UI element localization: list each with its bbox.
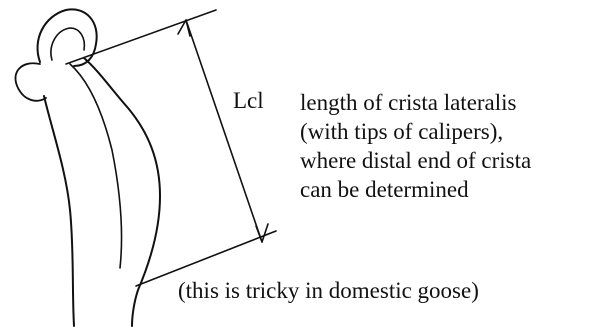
measurement-abbreviation: Lcl	[233, 88, 264, 113]
description-line: can be determined	[300, 177, 469, 202]
description-line: where distal end of crista	[300, 148, 532, 173]
bone-head-outline	[36, 8, 98, 67]
measurement-note: (this is tricky in domestic goose)	[178, 278, 479, 303]
description-line: length of crista lateralis	[300, 90, 517, 115]
bone-shaft-left-outline	[43, 95, 75, 327]
bone-shaft-right-outline	[83, 57, 161, 327]
crista-lateralis-outline	[69, 63, 123, 269]
measurement-arrow-line	[185, 19, 263, 243]
lower-reference-line	[135, 230, 277, 287]
arrowhead-top	[177, 19, 191, 37]
arrowhead-bottom	[255, 223, 269, 243]
bone-knob-outline	[14, 62, 47, 102]
upper-reference-line	[65, 9, 217, 65]
bone-head-inner-outline	[50, 27, 86, 61]
measurement-description: length of crista lateralis (with tips of…	[300, 88, 531, 204]
description-line: (with tips of calipers),	[300, 119, 504, 144]
